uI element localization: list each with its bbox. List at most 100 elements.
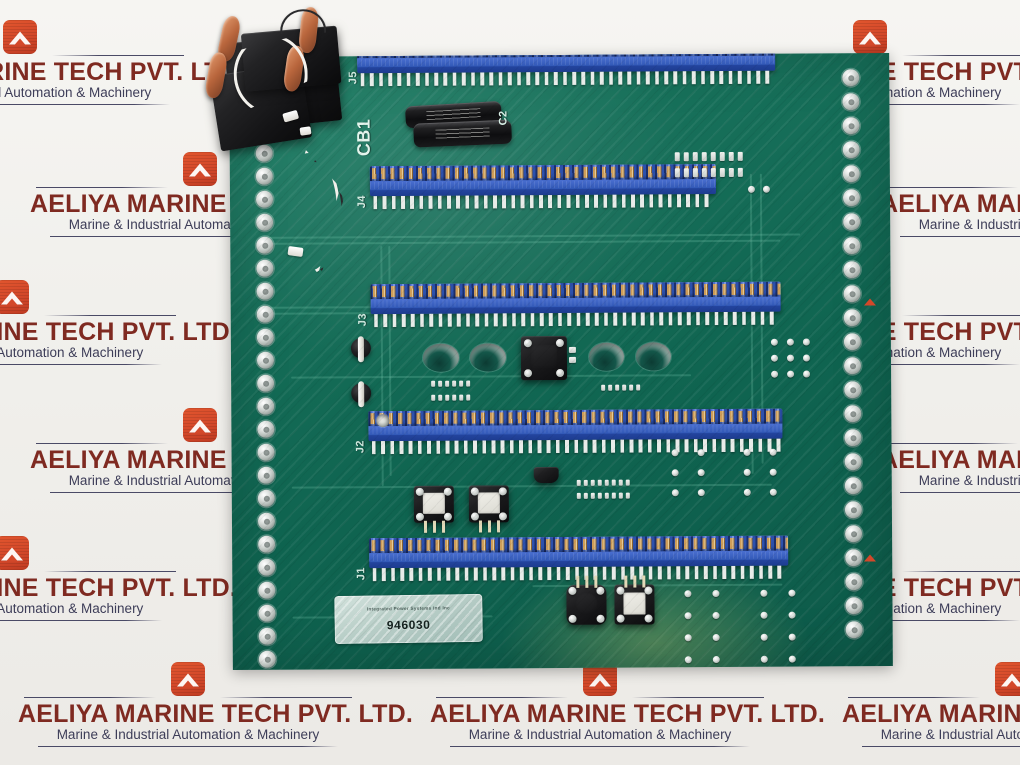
smt-pad [674,152,680,162]
via [743,488,751,496]
via [671,469,679,477]
module-screw [568,614,577,623]
watermark-underline [0,620,162,622]
edge-pad [842,165,860,183]
module-screw [498,487,507,496]
edge-pad [257,512,276,530]
watermark-rule [700,571,1020,573]
module-pins [622,575,647,588]
module-center [520,335,568,381]
smt-pad [431,394,436,401]
aeliya-house-logo-icon [183,408,217,442]
terminal-block-j2[interactable] [368,408,783,456]
terminal-block-j3[interactable] [370,281,781,329]
edge-pad [258,650,276,668]
watermark-subtitle: Marine & Industrial Automation & Machine… [468,727,732,743]
via [747,185,755,193]
bottom-module-right [614,575,655,625]
smt-pad [590,479,595,486]
via [770,338,778,346]
via [760,633,768,641]
terminal-block-j4[interactable] [369,164,716,210]
smt-pad [683,168,689,178]
via [803,370,811,378]
watermark-subtitle: Marine & Industrial Automation & Machine… [56,727,320,743]
edge-pad [258,627,276,645]
via [684,612,692,620]
via [684,634,692,642]
watermark-subtitle: Marine & Industrial Automation & Machine… [0,601,144,617]
drill-hole [469,343,507,372]
watermark-underline [450,746,750,748]
watermark-subtitle: Marine & Industrial Automation & Machine… [0,345,144,361]
smt-pad [636,384,641,391]
smt-pad [438,394,443,401]
serial-label-number: 946030 [386,617,431,633]
via [743,468,751,476]
via [712,634,720,642]
circuit-breaker-cb1 [201,5,361,160]
silkscreen-ref-j3: J3 [356,312,369,327]
edge-pad [845,549,863,567]
edge-pad [257,489,275,507]
watermark-title: AELIYA MARINE TECH PVT. LTD. [18,700,413,728]
terminal-block-j5[interactable] [357,52,776,87]
edge-pad [843,357,862,375]
wire-connector [299,126,312,136]
smt-pad [622,384,627,391]
watermark-rule [880,443,1020,445]
silkscreen-ref-c2: C2 [497,110,510,126]
watermark-tile: AELIYA MARINE TECH PVT. LTD. Marine & In… [0,536,237,622]
silkscreen-ref-j2: J2 [354,439,367,454]
module-face [575,592,598,616]
edge-pad [844,405,862,423]
module-face [623,592,646,616]
module-screw [596,614,605,623]
drill-hole [422,343,460,372]
edge-pad [844,381,862,399]
aeliya-house-logo-icon [3,20,37,54]
watermark-rule [18,697,358,699]
terminal-block-housing [369,164,716,197]
transformer-pins [421,520,447,533]
edge-pad [257,420,275,438]
smt-pad [629,384,634,391]
smt-pad [728,151,734,161]
edge-pad [258,581,276,599]
edge-pad [258,558,276,576]
edge-pad [257,466,275,484]
smt-pad [710,152,716,162]
smt-pad [611,479,616,486]
edge-pad [256,213,274,231]
edge-pad [258,535,276,553]
watermark-title: AELIYA MARINE TECH PVT. LTD. [430,700,825,728]
smt-pad [618,492,623,499]
edge-pad [843,261,861,279]
watermark-title: AELIYA MARINE TECH PVT. LTD. [0,318,237,346]
smt-pad [466,394,471,401]
transformer-right [468,485,509,533]
transformer-pins [476,520,502,533]
edge-pad [844,501,862,519]
via [771,370,779,378]
edge-pad [256,328,274,346]
via [769,468,777,476]
smt-pad [692,152,698,162]
terminal-block-housing [368,408,783,442]
via [769,448,777,456]
watermark-tile: AELIYA MARINE TECH PVT. LTD. Marine & In… [842,662,1020,748]
smt-pad [692,168,698,178]
watermark-title: AELIYA MARINE TECH PVT. LTD. [0,58,245,86]
via [786,338,794,346]
via [762,185,770,193]
smt-pad [683,152,689,162]
watermark-rule [842,697,1020,699]
pcb-trace [260,233,801,239]
smt-pad [611,492,616,499]
edge-pad [258,604,276,622]
transformer-face [477,492,501,514]
bottom-module-left [566,575,607,625]
watermark-underline [38,746,338,748]
drill-hole-small [376,414,390,428]
via [697,469,705,477]
